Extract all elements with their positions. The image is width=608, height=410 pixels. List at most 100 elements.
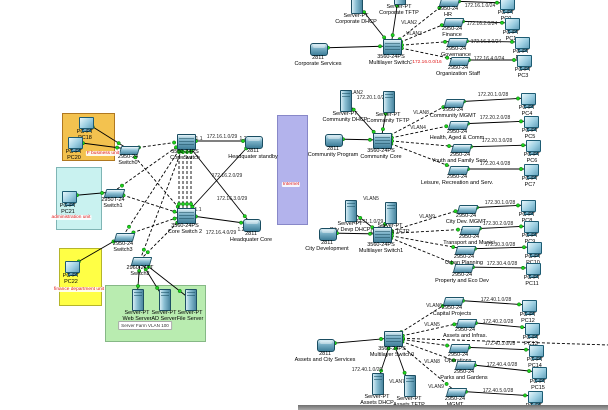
link-sw0-core2[interactable] <box>127 148 186 216</box>
link-sw2-core1[interactable] <box>139 140 186 261</box>
device-as-pc16[interactable]: PC-PTPC16 <box>526 390 543 410</box>
device-label-line: Community MGMT <box>429 112 477 119</box>
link-status-dot <box>181 150 185 154</box>
link-cm-ml-cm-sw-leisure[interactable] <box>380 139 458 170</box>
device-label-line: Core Switch <box>170 155 200 161</box>
pc-icon <box>499 0 515 13</box>
device-co-pc0[interactable]: PC-PTPC0 <box>498 0 515 22</box>
link-core2-hq-standby[interactable] <box>184 140 254 216</box>
device-label-line: 2950-24 <box>437 5 459 12</box>
pc-icon <box>61 190 77 206</box>
link-status-dot <box>521 265 525 270</box>
link-status-dot <box>524 347 528 352</box>
device-cd-pc10[interactable]: PC-PTPC10 <box>525 241 542 266</box>
device-label-line: 2950-24 <box>453 253 475 260</box>
link-status-dot <box>500 20 504 25</box>
device-label-line: PC22 <box>64 278 78 285</box>
device-as-sw-ops[interactable]: 2950-24Operations <box>445 343 471 364</box>
link-core1-hq-core[interactable] <box>184 140 252 225</box>
link-cd-ml-cd-sw-property[interactable] <box>380 233 463 268</box>
corp-subnet-note: 172.16.0.0/16 <box>411 60 443 65</box>
link-status-dot <box>133 155 138 160</box>
link-cm-ml-cm-sw-mgmt[interactable] <box>380 101 454 141</box>
link-cm-ml-cm-sw-youth[interactable] <box>380 139 461 148</box>
device-cd-pc9[interactable]: PC-PTPC9 <box>522 220 539 245</box>
link-label: 1.2 <box>239 136 247 142</box>
link-as-sw-mgmt-as-pc16[interactable] <box>454 390 535 397</box>
link-cd-ml-cd-sw-urban[interactable] <box>380 233 465 250</box>
device-as-sw-mgmt[interactable]: 2950-24MGMT <box>445 387 467 408</box>
link-as-ml-edge[interactable] <box>391 337 608 346</box>
device-label-line: PC21 <box>61 208 75 215</box>
link-label: 172.20.1.0/28 <box>477 92 509 98</box>
device-cd-pc8[interactable]: PC-PTPC8 <box>519 199 536 224</box>
link-sw3-core1[interactable] <box>122 140 186 237</box>
device-label-line: 2950-24 <box>451 271 473 278</box>
link-as-ml-as-sw-mgmt[interactable] <box>391 337 456 392</box>
device-label-line: 2950-24 <box>112 240 134 247</box>
device-label-line: 2950-24 <box>449 151 471 158</box>
